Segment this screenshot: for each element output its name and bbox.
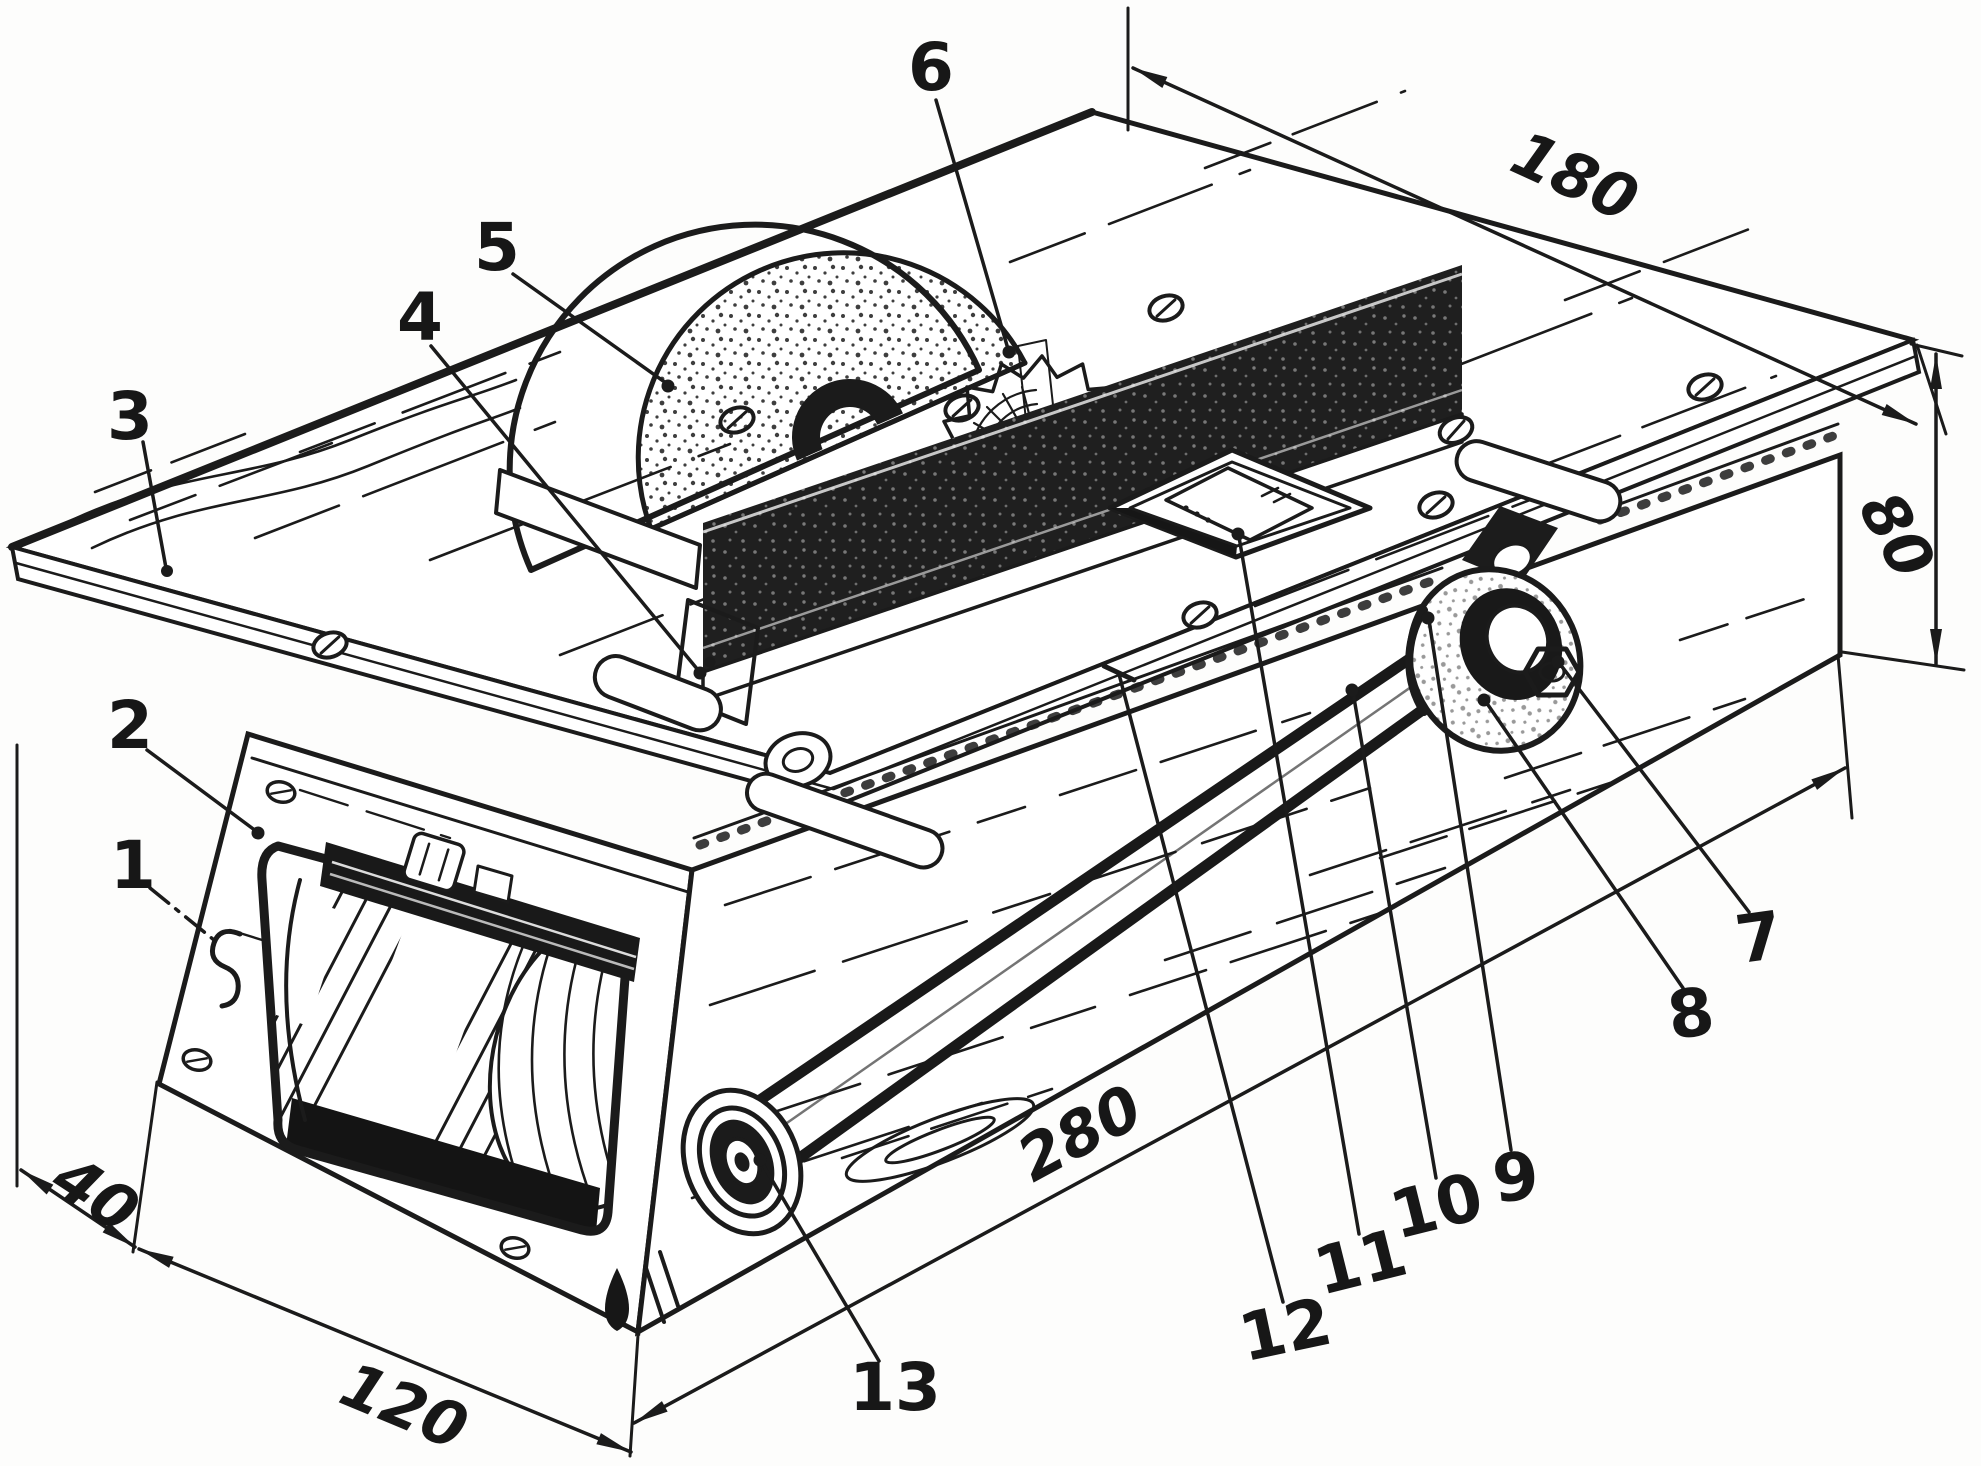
extension-line [1840, 650, 1966, 672]
toggle-switch [1164, 466, 1314, 542]
dim-180-label: 180 [1501, 116, 1649, 236]
callout-2: 2 [107, 687, 153, 764]
grinding-wheel [506, 221, 1028, 573]
fence-end-cap [674, 598, 760, 726]
motor-strap [320, 831, 640, 982]
screw-head-icon [311, 630, 349, 660]
callout-4: 4 [397, 279, 443, 356]
leader-4 [429, 344, 700, 672]
dimension-line [19, 1168, 137, 1249]
end-wall [156, 730, 695, 1336]
extension-line [1909, 342, 1964, 358]
leader-12 [1117, 672, 1285, 1304]
leader-9 [1427, 618, 1513, 1152]
extension-line [131, 1080, 159, 1254]
leader-8 [1484, 700, 1685, 990]
extension-line [628, 1333, 640, 1458]
motor-highlight-band [318, 872, 512, 1186]
leader-2 [145, 748, 258, 833]
end-wall-cleat-line [250, 756, 690, 894]
callout-7: 7 [1731, 896, 1787, 979]
strap-clamp [402, 831, 466, 893]
dimension-line [1131, 66, 1918, 426]
extension-line [1836, 653, 1854, 820]
callout-8: 8 [1663, 972, 1719, 1055]
callout-3: 3 [107, 378, 153, 455]
screw-head-icon [1417, 490, 1455, 520]
callout-9: 9 [1489, 1137, 1543, 1218]
fence-clamp-arm-right [1454, 439, 1623, 524]
screw-head-icon [181, 1047, 213, 1073]
plywood-layer-line [14, 561, 835, 791]
dim-80-label: 80 [1845, 480, 1950, 590]
callout-12: 12 [1232, 1283, 1338, 1377]
callout-numbers: 1 2 3 4 5 6 7 8 9 10 11 12 13 [107, 29, 1787, 1426]
leader-5 [511, 272, 668, 385]
wheel-base-line [648, 360, 1028, 532]
motor-left-cap-line [284, 878, 307, 1122]
leader-10 [1351, 690, 1438, 1180]
hook-icon [209, 929, 243, 1009]
leader-11 [1237, 535, 1361, 1236]
leader-13 [760, 1161, 881, 1363]
extension-line [1915, 343, 1948, 436]
motor-highlight-band [262, 898, 345, 1026]
leader-6 [934, 98, 1010, 351]
dim-120-label: 120 [330, 1348, 478, 1465]
screw-head-icon [1181, 600, 1219, 630]
rivet-icon [704, 656, 716, 668]
dimension-line [137, 1247, 633, 1454]
slot-plate [494, 468, 702, 590]
callout-6: 6 [908, 29, 954, 106]
wheel-arbor-hub [792, 379, 903, 461]
switch-recess [1107, 447, 1373, 560]
screw-head-icon [265, 779, 297, 805]
plywood-layer-line [832, 354, 1918, 791]
strap-tab [472, 864, 514, 904]
callout-13: 13 [849, 1349, 941, 1426]
callout-leaders [141, 98, 1751, 1363]
callout-5: 5 [474, 209, 520, 286]
leader-3 [141, 440, 168, 570]
dimension-40: 40 [15, 743, 152, 1249]
pulley-shade-arc [1405, 606, 1428, 716]
motor-shadow [286, 1098, 600, 1232]
dimension-line [632, 766, 1847, 1425]
leader-7 [1558, 662, 1751, 914]
arbor-pulley [1405, 566, 1584, 754]
fence-clamp-lever-left [592, 654, 723, 733]
leader-1 [148, 886, 216, 942]
callout-1: 1 [110, 827, 156, 904]
